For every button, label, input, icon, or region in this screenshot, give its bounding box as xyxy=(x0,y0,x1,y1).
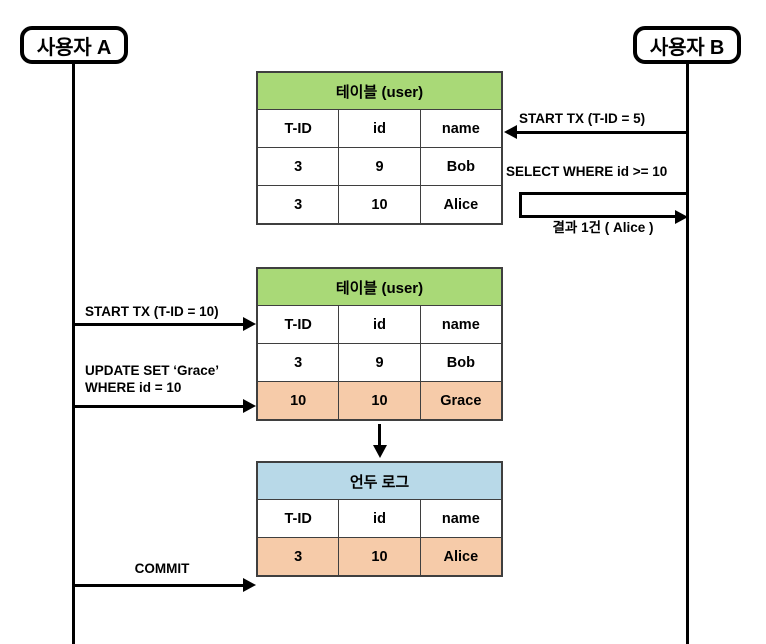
table-row: 3 9 Bob xyxy=(256,147,503,186)
select-path-bottom xyxy=(519,215,677,218)
column-header-id: id xyxy=(338,499,421,538)
arrowhead-right-start-tx-a xyxy=(243,317,256,331)
table-row: 3 10 Alice xyxy=(256,185,503,224)
table-row-highlighted: 10 10 Grace xyxy=(256,381,503,420)
table-caption: 언두 로그 xyxy=(257,462,502,500)
message-label-select-result-b: 결과 1건 ( Alice ) xyxy=(552,220,654,235)
message-label-start-tx-a: START TX (T-ID = 10) xyxy=(85,304,219,319)
message-arrow-start-tx-b xyxy=(516,131,687,134)
column-header-tid: T-ID xyxy=(256,305,340,344)
column-header-id: id xyxy=(338,109,421,148)
table-caption: 테이블 (user) xyxy=(257,72,502,110)
arrowhead-down-undo-log xyxy=(373,445,387,458)
table-undo-log: 언두 로그 T-ID id name 3 10 Alice xyxy=(256,461,503,577)
lifeline-user-a xyxy=(72,64,75,644)
message-label-update-a-line1: UPDATE SET ‘Grace’ xyxy=(85,363,220,378)
cell-id: 10 xyxy=(338,537,421,576)
message-label-select-b: SELECT WHERE id >= 10 xyxy=(506,164,668,179)
table-user-after: 테이블 (user) T-ID id name 3 9 Bob 10 10 Gr… xyxy=(256,267,503,421)
select-path-left xyxy=(519,192,522,218)
lifeline-user-b xyxy=(686,64,689,644)
cell-id: 10 xyxy=(338,381,421,420)
cell-tid: 3 xyxy=(256,537,340,576)
actor-label-user-b: 사용자 B xyxy=(649,36,725,59)
table-caption: 테이블 (user) xyxy=(257,268,502,306)
message-label-commit-a: COMMIT xyxy=(134,561,190,576)
message-arrow-update-a xyxy=(72,405,244,408)
cell-name: Grace xyxy=(419,381,503,420)
cell-tid: 3 xyxy=(256,147,340,186)
message-label-update-a-line2: WHERE id = 10 xyxy=(85,380,182,395)
message-label-start-tx-b: START TX (T-ID = 5) xyxy=(519,111,646,126)
arrowhead-left-start-tx-b xyxy=(504,125,517,139)
undo-log-connector-line xyxy=(378,424,381,448)
column-header-tid: T-ID xyxy=(256,109,340,148)
arrowhead-right-update-a xyxy=(243,399,256,413)
column-header-name: name xyxy=(419,499,503,538)
column-header-name: name xyxy=(419,305,503,344)
actor-label-user-a: 사용자 A xyxy=(36,36,112,59)
table-header-row: T-ID id name xyxy=(256,305,503,344)
actor-box-user-a: 사용자 A xyxy=(20,26,128,64)
cell-id: 9 xyxy=(338,343,421,382)
table-user-before: 테이블 (user) T-ID id name 3 9 Bob 3 10 Ali… xyxy=(256,71,503,225)
cell-name: Alice xyxy=(419,185,503,224)
message-arrow-commit-a xyxy=(72,584,244,587)
cell-name: Bob xyxy=(419,343,503,382)
select-path-top xyxy=(519,192,687,195)
table-row-highlighted: 3 10 Alice xyxy=(256,537,503,576)
cell-tid: 3 xyxy=(256,185,340,224)
cell-id: 9 xyxy=(338,147,421,186)
cell-name: Alice xyxy=(419,537,503,576)
actor-box-user-b: 사용자 B xyxy=(633,26,741,64)
message-label-update-a: UPDATE SET ‘Grace’ WHERE id = 10 xyxy=(85,362,219,396)
arrowhead-right-select-result-b xyxy=(675,210,688,224)
table-row: 3 9 Bob xyxy=(256,343,503,382)
cell-id: 10 xyxy=(338,185,421,224)
cell-tid: 10 xyxy=(256,381,340,420)
cell-name: Bob xyxy=(419,147,503,186)
table-header-row: T-ID id name xyxy=(256,499,503,538)
column-header-name: name xyxy=(419,109,503,148)
column-header-id: id xyxy=(338,305,421,344)
column-header-tid: T-ID xyxy=(256,499,340,538)
arrowhead-right-commit-a xyxy=(243,578,256,592)
cell-tid: 3 xyxy=(256,343,340,382)
table-header-row: T-ID id name xyxy=(256,109,503,148)
message-arrow-start-tx-a xyxy=(72,323,244,326)
